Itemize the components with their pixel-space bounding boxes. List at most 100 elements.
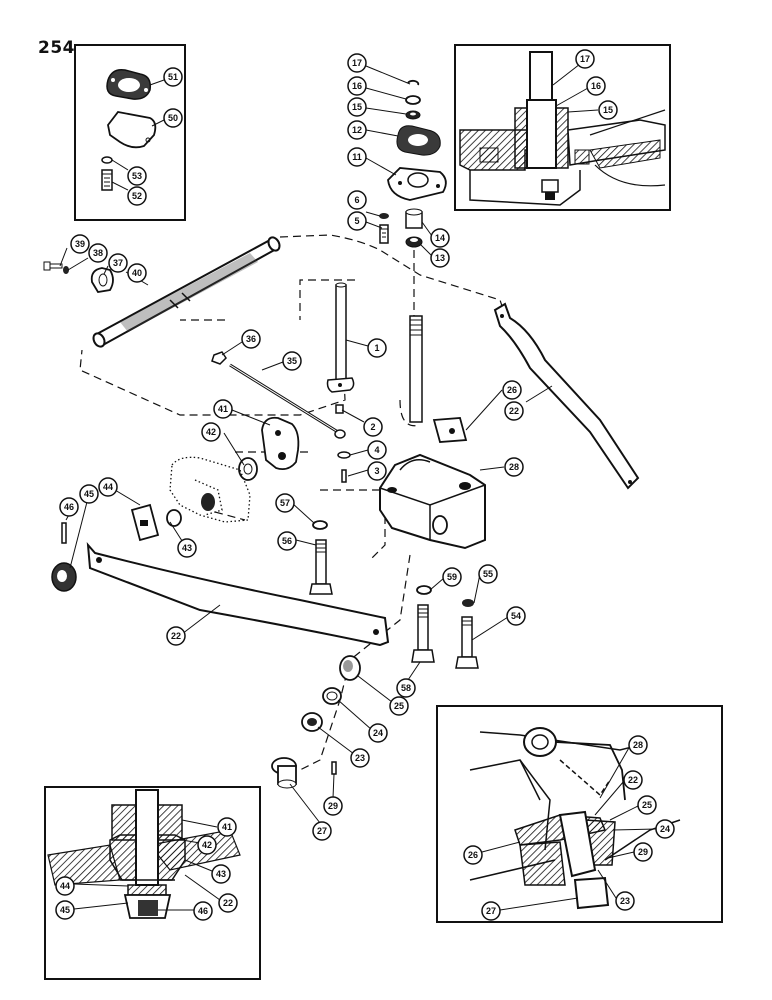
washer-24 [322,687,342,705]
stud-rod [409,315,423,423]
callout-12: 12 [347,120,367,140]
callout-2: 2 [363,417,383,437]
bushing-25 [339,655,361,681]
callout-inset-43: 43 [211,864,231,884]
callout-27: 27 [312,821,332,841]
plate-26 [432,417,468,443]
rod-1 [326,282,355,393]
svg-text:50: 50 [168,113,178,123]
callout-inset-27: 27 [481,901,501,921]
callout-inset-22: 22 [218,893,238,913]
svg-text:27: 27 [317,826,327,836]
callout-inset-29: 29 [633,842,653,862]
svg-text:43: 43 [216,869,226,879]
inset-box-bearing-section [454,44,671,211]
svg-text:11: 11 [352,152,362,162]
callout-inset-15: 15 [598,100,618,120]
callout-36: 36 [241,329,261,349]
pin-29 [331,761,337,775]
washer-38 [63,266,69,274]
callout-14: 14 [430,228,450,248]
inset-box-pivot-section [44,786,261,980]
castle-nut-45 [51,562,77,592]
callout-40: 40 [127,263,147,283]
callout-51: 51 [163,67,183,87]
bearing-section-view [459,51,666,206]
casting-hub [201,493,215,511]
callout-41: 41 [213,399,233,419]
svg-text:17: 17 [352,58,362,68]
bolt-52 [101,169,113,191]
svg-text:55: 55 [483,569,493,579]
inset-box-bracket-section [436,705,723,923]
svg-text:51: 51 [168,72,178,82]
callout-46: 46 [59,497,79,517]
svg-text:16: 16 [352,81,362,91]
callout-inset-16: 16 [586,76,606,96]
svg-text:38: 38 [93,248,103,258]
callout-inset-22b: 22 [623,770,643,790]
svg-text:45: 45 [84,489,94,499]
callout-5: 5 [347,211,367,231]
svg-text:41: 41 [218,404,228,414]
svg-text:24: 24 [373,728,383,738]
bolt-5 [379,224,389,244]
callout-15: 15 [347,97,367,117]
inset-box-gasket [74,44,186,221]
callout-16: 16 [347,76,367,96]
seal-13 [405,236,423,248]
callout-inset-45: 45 [55,900,75,920]
svg-text:23: 23 [620,896,630,906]
strap-22-upper [493,302,640,490]
callout-4: 4 [367,440,387,460]
casting-outline-dotted [169,456,251,523]
svg-text:12: 12 [352,125,362,135]
washer-43 [166,509,182,527]
svg-text:35: 35 [287,356,297,366]
callout-50: 50 [163,108,183,128]
svg-text:36: 36 [246,334,256,344]
cover-plate-50 [107,111,157,149]
callout-13: 13 [430,248,450,268]
svg-text:3: 3 [374,466,379,476]
svg-text:14: 14 [435,233,445,243]
svg-text:41: 41 [222,822,232,832]
shaft-40 [92,236,281,348]
bolt-54 [455,616,479,669]
callout-17: 17 [347,53,367,73]
bolt-58 [411,604,435,663]
svg-text:42: 42 [206,427,216,437]
callout-39: 39 [70,234,90,254]
svg-text:40: 40 [132,268,142,278]
bolt-56 [309,539,333,595]
svg-text:13: 13 [435,253,445,263]
svg-text:37: 37 [113,258,123,268]
svg-text:59: 59 [447,572,457,582]
svg-text:1: 1 [374,343,379,353]
callout-25: 25 [389,696,409,716]
snap-ring-17 [407,79,420,86]
svg-text:22: 22 [509,406,519,416]
callout-53: 53 [127,166,147,186]
callout-3: 3 [367,461,387,481]
svg-text:25: 25 [642,800,652,810]
bracket-section-view [469,727,681,910]
callout-38: 38 [88,243,108,263]
callout-inset-28: 28 [628,735,648,755]
callout-59: 59 [442,567,462,587]
svg-text:16: 16 [591,81,601,91]
svg-text:22: 22 [171,631,181,641]
svg-text:29: 29 [328,801,338,811]
svg-text:2: 2 [370,422,375,432]
svg-text:46: 46 [64,502,74,512]
callout-44: 44 [98,477,118,497]
svg-text:28: 28 [509,462,519,472]
seal-15 [405,110,421,120]
callout-6: 6 [347,190,367,210]
callout-22-top: 22 [504,401,524,421]
washer-6 [379,213,389,219]
svg-text:56: 56 [282,536,292,546]
svg-text:54: 54 [511,611,521,621]
svg-text:15: 15 [352,102,362,112]
